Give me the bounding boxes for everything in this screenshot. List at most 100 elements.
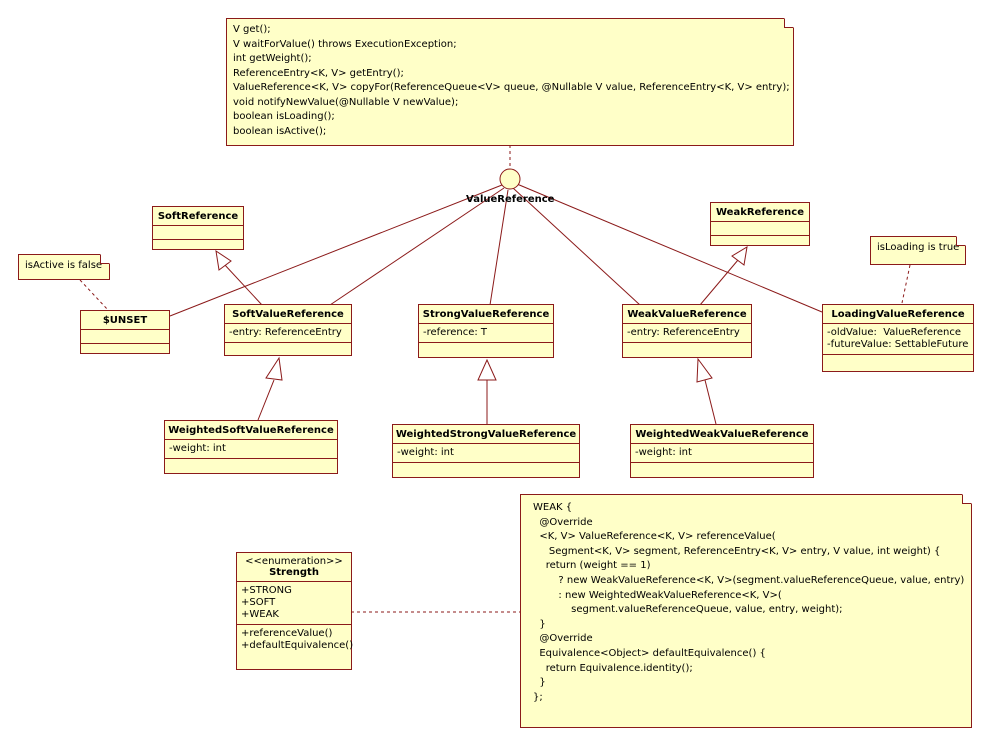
link-unset-valueref (169, 184, 503, 317)
attributes-section: -oldValue: ValueReference -futureValue: … (823, 324, 973, 355)
dash-unset-note (79, 279, 109, 311)
class-name: SoftReference (153, 207, 243, 226)
code-line: <K, V> ValueReference<K, V> referenceVal… (533, 531, 776, 543)
class-name: LoadingValueReference (823, 305, 973, 324)
note-fold (784, 18, 794, 28)
attributes-section: -reference: T (419, 324, 553, 343)
class-name: StrongValueReference (419, 305, 553, 324)
code-line: } (533, 677, 546, 689)
interface-method: V waitForValue() throws ExecutionExcepti… (233, 38, 457, 50)
code-line: } (533, 618, 546, 630)
attributes-section: -weight: int (165, 440, 337, 459)
code-line: Segment<K, V> segment, ReferenceEntry<K,… (533, 545, 941, 557)
isactive-note: isActive is false (18, 254, 110, 280)
note-fold (100, 254, 110, 264)
attribute: -futureValue: SettableFuture (827, 339, 969, 350)
class-name: WeakValueReference (623, 305, 751, 324)
code-line: @Override (533, 633, 593, 645)
link-loading-valueref (516, 183, 823, 313)
weightedstrongvaluereference-class[interactable]: WeightedStrongValueReference -weight: in… (392, 424, 580, 478)
enum-constant: +STRONG (241, 585, 292, 596)
unset-class[interactable]: $UNSET (80, 310, 170, 354)
note-fold (956, 236, 966, 246)
link-strongvalue-valueref (489, 189, 509, 306)
code-line: @Override (533, 516, 593, 528)
enum-name: Strength (269, 567, 319, 578)
code-line: }; (533, 691, 543, 703)
code-line: WEAK { (533, 502, 573, 513)
operation: +defaultEquivalence() (241, 640, 354, 651)
weakvaluereference-class[interactable]: WeakValueReference -entry: ReferenceEntr… (622, 304, 752, 358)
stereotype: <<enumeration>> (245, 556, 343, 567)
note-fold (962, 494, 972, 504)
weightedsoftvaluereference-class[interactable]: WeightedSoftValueReference -weight: int (164, 420, 338, 474)
interface-method: int getWeight(); (233, 53, 312, 64)
link-wweak-weakvalue (704, 379, 717, 425)
loadingvaluereference-class[interactable]: LoadingValueReference -oldValue: ValueRe… (822, 304, 974, 372)
attributes-section (153, 226, 243, 240)
arrow-strongvalue (477, 358, 497, 381)
attribute: -weight: int (397, 447, 454, 458)
note-text: isLoading is true (877, 242, 960, 253)
attributes-section: -weight: int (631, 444, 813, 463)
arrow-weakvalue (696, 357, 713, 383)
weakreference-class[interactable]: WeakReference (710, 202, 810, 246)
code-line: return Equivalence.identity(); (533, 662, 693, 674)
code-line: return (weight == 1) (533, 560, 651, 572)
softreference-class[interactable]: SoftReference (152, 206, 244, 250)
attribute: -oldValue: ValueReference (827, 327, 962, 338)
link-softvalue-softref (223, 263, 263, 306)
weak-code-note: WEAK { @Override <K, V> ValueReference<K… (520, 494, 972, 728)
arrow-softref (215, 249, 232, 271)
attribute: -weight: int (635, 447, 692, 458)
strength-enumeration[interactable]: <<enumeration>> Strength +STRONG +SOFT +… (236, 552, 354, 670)
class-name: <<enumeration>> Strength (237, 553, 351, 582)
operations-section (823, 355, 973, 368)
operations-section (225, 343, 351, 356)
enum-constant: +SOFT (241, 597, 276, 608)
arrow-weakref (731, 246, 748, 266)
attributes-section (711, 222, 809, 236)
attribute: -reference: T (423, 327, 488, 338)
operations-section (165, 459, 337, 472)
valuereference-interface-circle (499, 168, 521, 190)
operations-section (153, 240, 243, 253)
class-name: WeightedSoftValueReference (165, 421, 337, 440)
operations-section (419, 343, 553, 356)
operation: +referenceValue() (241, 628, 333, 639)
arrow-softvalue (265, 356, 283, 381)
dash-loading-note (901, 264, 911, 304)
attribute: -entry: ReferenceEntry (627, 327, 740, 338)
interface-method: void notifyNewValue(@Nullable V newValue… (233, 96, 459, 108)
attributes-section: -entry: ReferenceEntry (225, 324, 351, 343)
link-weakvalue-weakref (699, 259, 739, 306)
operations-section (81, 344, 169, 357)
attributes-section: +STRONG +SOFT +WEAK (237, 582, 351, 625)
attribute: -weight: int (169, 443, 226, 454)
attributes-section (81, 330, 169, 344)
link-wsoft-softvalue (257, 379, 275, 421)
operations-section (623, 343, 751, 356)
interface-method: V get(); (233, 24, 271, 35)
code-line: segment.valueReferenceQueue, value, entr… (533, 604, 843, 616)
interface-methods-note: V get(); V waitForValue() throws Executio… (226, 18, 794, 146)
link-softvalue-valueref (329, 187, 505, 306)
softvaluereference-class[interactable]: SoftValueReference -entry: ReferenceEntr… (224, 304, 352, 356)
strongvaluereference-class[interactable]: StrongValueReference -reference: T (418, 304, 554, 358)
interface-method: boolean isActive(); (233, 125, 327, 137)
code-lines: WEAK { @Override <K, V> ValueReference<K… (533, 501, 959, 705)
class-name: $UNSET (81, 311, 169, 330)
operations-section (631, 463, 813, 476)
weightedweakvaluereference-class[interactable]: WeightedWeakValueReference -weight: int (630, 424, 814, 478)
interface-method: boolean isLoading(); (233, 111, 335, 122)
valuereference-label: ValueReference (466, 194, 555, 205)
class-name: SoftValueReference (225, 305, 351, 324)
interface-method: ReferenceEntry<K, V> getEntry(); (233, 67, 404, 79)
code-line: : new WeightedWeakValueReference<K, V>( (533, 589, 782, 601)
note-text: isActive is false (25, 260, 103, 271)
class-name: WeightedStrongValueReference (393, 425, 579, 444)
operations-section (393, 463, 579, 476)
link-weakvalue-valueref (512, 187, 641, 306)
attribute: -entry: ReferenceEntry (229, 327, 342, 338)
